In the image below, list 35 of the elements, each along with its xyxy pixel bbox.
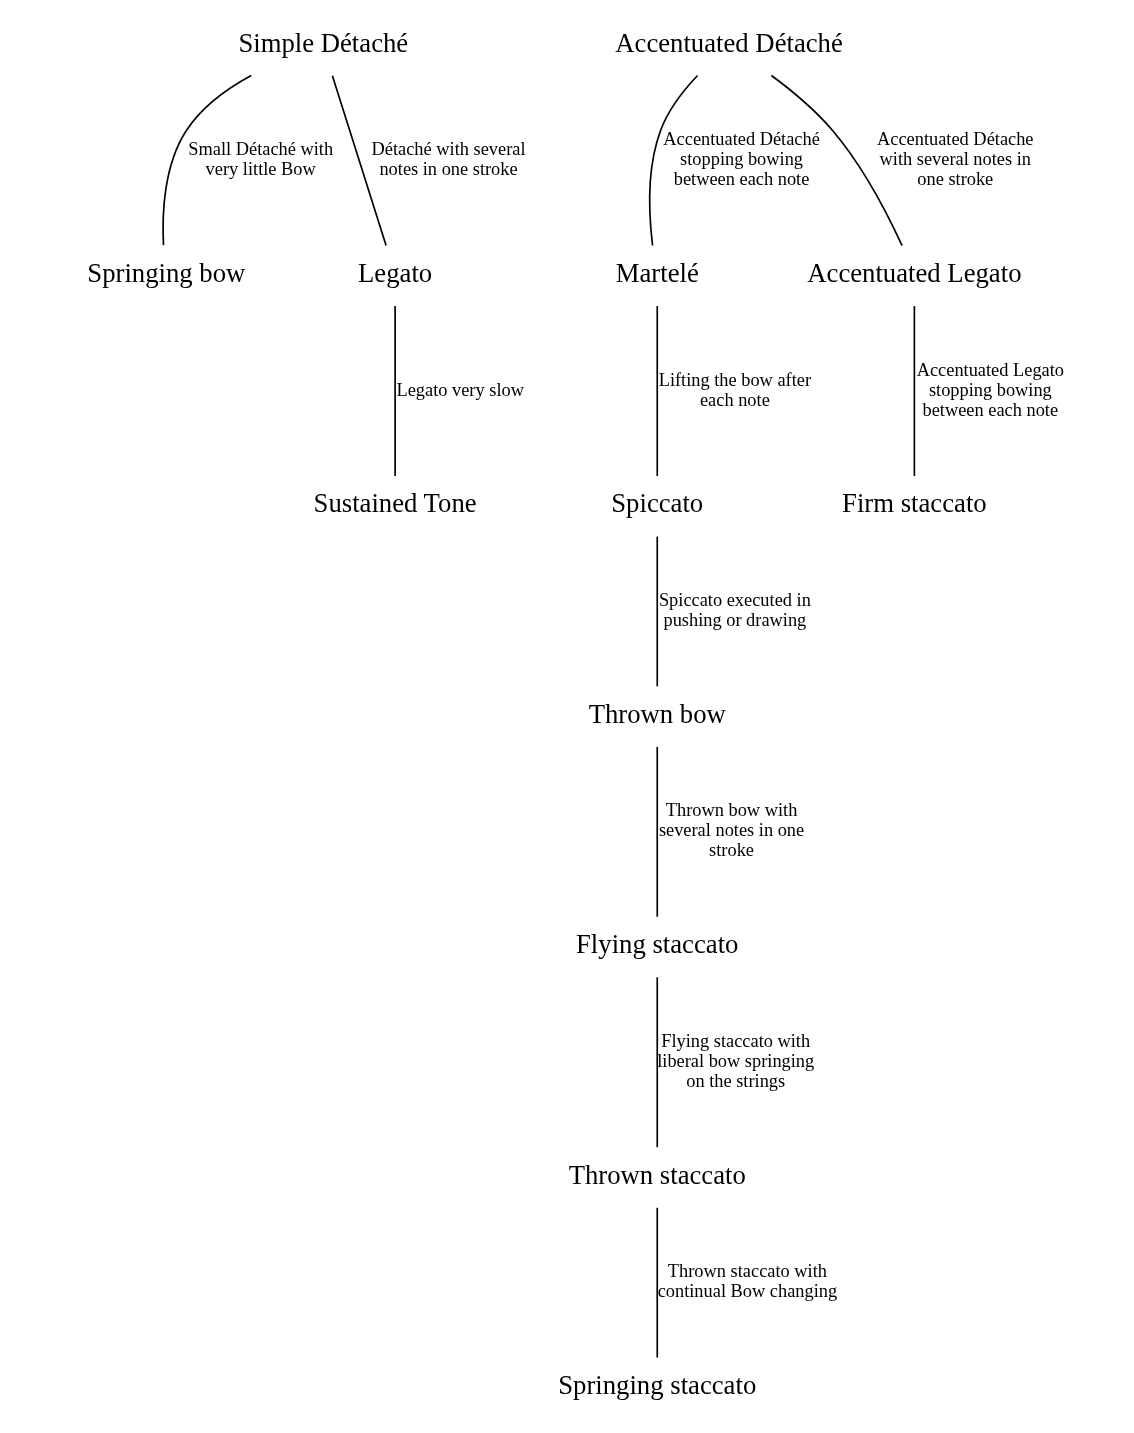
node-text: Firm staccato <box>841 488 987 519</box>
edge-label: Lifting the bow after each note <box>658 369 811 410</box>
connector <box>913 305 915 477</box>
edge-label: Thrown bow with several notes in one stroke <box>658 800 804 861</box>
edge-label: Flying staccato with liberal bow springing on the strings <box>656 1030 814 1091</box>
node-text: Martelé <box>615 258 699 289</box>
connector <box>770 74 903 247</box>
node-text: Accentuated Legato <box>806 258 1022 289</box>
connector <box>655 305 658 477</box>
node-text: Legato <box>357 258 432 289</box>
connector <box>655 535 658 688</box>
connector <box>655 976 658 1148</box>
node-text: Thrown staccato <box>568 1159 746 1190</box>
edge-label: Thrown staccato with continual Bow changing <box>657 1261 837 1302</box>
edge-label: Small Détaché with very little Bow <box>187 139 333 180</box>
node-text: Sustained Tone <box>313 488 477 519</box>
connector <box>393 305 396 477</box>
edge-label: Spiccato executed in pushing or drawing <box>658 589 811 630</box>
edge-label: Legato very slow <box>395 379 524 400</box>
connector <box>161 74 252 246</box>
edge-label: Accentuated Détache with several notes in one stroke <box>876 129 1034 190</box>
connector <box>655 746 658 918</box>
connector <box>655 1206 658 1359</box>
node-text: Simple Détaché <box>237 27 408 58</box>
edge-label: Accentuated Legato stopping bowing between each note <box>916 359 1064 420</box>
node-text: Springing bow <box>86 258 245 289</box>
node-text: Flying staccato <box>575 929 738 960</box>
edge-label: Accentuated Détaché stopping bowing between each note <box>662 129 820 190</box>
edge-label: Détaché with several notes in one stroke <box>371 139 526 180</box>
node-text: Thrown bow <box>588 698 726 729</box>
node-text: Spiccato <box>610 488 703 519</box>
connector <box>648 74 698 247</box>
connector <box>331 74 387 247</box>
node-text: Springing staccato <box>557 1370 756 1401</box>
node-text: Accentuated Détaché <box>614 27 843 58</box>
